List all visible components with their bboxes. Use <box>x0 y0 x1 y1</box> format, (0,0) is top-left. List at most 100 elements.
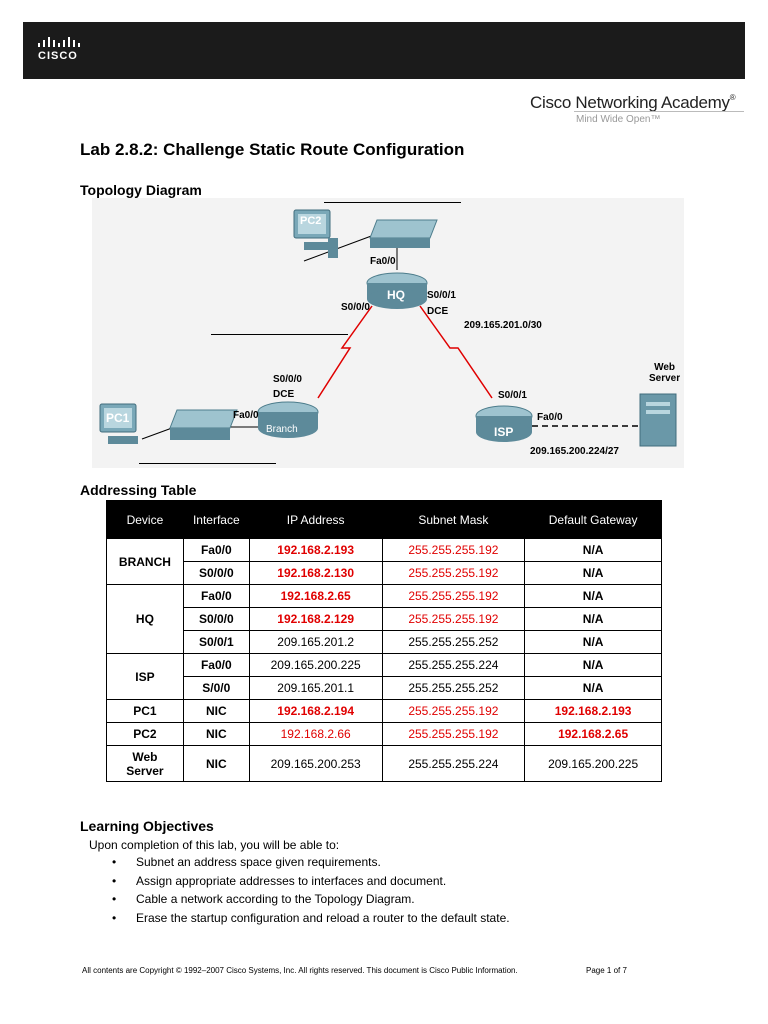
ip-cell: 209.165.200.225 <box>248 653 383 677</box>
ip-cell: 192.168.2.194 <box>248 699 383 723</box>
switch-hq-icon <box>369 219 438 248</box>
mask-cell: 255.255.255.224 <box>381 653 526 677</box>
cisco-wordmark: CISCO <box>38 50 78 62</box>
pc2-label: PC2 <box>300 215 322 227</box>
web-server-label-1: Web <box>654 362 676 373</box>
gateway-cell: N/A <box>524 584 662 608</box>
pc2-link <box>303 234 375 262</box>
table-row: HQ Fa0/0 192.168.2.65 255.255.255.192 N/… <box>106 584 662 654</box>
table-row: PC1 NIC 192.168.2.194 255.255.255.192 19… <box>106 699 662 723</box>
isp-web-net-label: 209.165.200.224/27 <box>530 446 619 457</box>
router-branch-icon <box>257 401 319 438</box>
list-item: Subnet an address space given requiremen… <box>112 855 510 874</box>
hq-isp-net-label: 209.165.201.0/30 <box>464 320 542 331</box>
footer-page-number: Page 1 of 7 <box>586 966 627 975</box>
objectives-heading: Learning Objectives <box>80 818 214 834</box>
pc1-icon <box>99 403 138 444</box>
table-row: S/0/0 209.165.201.1 255.255.255.252 N/A <box>107 676 662 700</box>
list-item: Erase the startup configuration and relo… <box>112 911 510 930</box>
ip-cell: 192.168.2.129 <box>248 607 383 631</box>
gateway-cell: N/A <box>524 653 662 677</box>
device-cell: PC1 <box>106 699 184 723</box>
gateway-cell: N/A <box>524 561 662 585</box>
mask-cell: 255.255.255.224 <box>381 745 526 782</box>
footer-copyright: All contents are Copyright © 1992–2007 C… <box>82 966 518 975</box>
router-isp-icon <box>475 405 533 442</box>
hq-dce-label: DCE <box>427 306 449 317</box>
interface-cell: S/0/0 <box>182 676 250 700</box>
table-row: S0/0/0 192.168.2.129 255.255.255.192 N/A <box>107 607 662 631</box>
pc1-label: PC1 <box>106 411 130 425</box>
table-row: S0/0/1 209.165.201.2 255.255.255.252 N/A <box>107 630 662 654</box>
list-item: Cable a network according to the Topolog… <box>112 892 510 911</box>
table-row: Web Server NIC 209.165.200.253 255.255.2… <box>106 745 662 782</box>
web-server-label-2: Server <box>649 373 681 384</box>
table-row: BRANCH Fa0/0 192.168.2.193 255.255.255.1… <box>106 538 662 585</box>
switch-branch-icon <box>169 409 238 440</box>
interface-cell: S0/0/1 <box>182 630 250 654</box>
hq-isp-serial <box>419 305 493 399</box>
device-cell: BRANCH <box>106 538 184 585</box>
hq-label: HQ <box>387 288 405 302</box>
page-title: Lab 2.8.2: Challenge Static Route Config… <box>80 140 465 159</box>
interface-cell: S0/0/0 <box>182 561 250 585</box>
objectives-intro: Upon completion of this lab, you will be… <box>89 838 340 852</box>
branch-lan-blank <box>211 334 348 335</box>
academy-logo: Cisco Networking Academy® Mind Wide Open… <box>530 93 745 131</box>
col-mask: Subnet Mask <box>381 500 526 539</box>
gateway-cell: 209.165.200.225 <box>524 745 662 782</box>
cisco-logo: CISCO <box>37 37 97 67</box>
hq-lan-blank <box>324 202 461 203</box>
ip-cell: 209.165.201.1 <box>248 676 383 700</box>
mask-cell: 255.255.255.192 <box>381 538 526 562</box>
interface-cell: Fa0/0 <box>182 653 250 677</box>
topology-diagram: PC2 PC1 HQ Branch ISP Web Server Fa0/0 S… <box>92 198 684 468</box>
hq-fa-label: Fa0/0 <box>370 256 396 267</box>
device-cell: PC2 <box>106 722 184 746</box>
col-ip: IP Address <box>248 500 383 539</box>
list-item: Assign appropriate addresses to interfac… <box>112 874 510 893</box>
ip-cell: 192.168.2.66 <box>248 722 383 746</box>
interface-cell: Fa0/0 <box>182 584 250 608</box>
router-hq-icon <box>366 272 428 309</box>
pc1-lan-blank <box>139 463 276 464</box>
interface-cell: NIC <box>182 722 250 746</box>
hq-s001-label: S0/0/1 <box>427 290 456 301</box>
gateway-cell: 192.168.2.65 <box>524 722 662 746</box>
branch-dce-label: DCE <box>273 389 295 400</box>
cisco-bars-icon <box>38 37 80 47</box>
table-row: S0/0/0 192.168.2.130 255.255.255.192 N/A <box>107 561 662 585</box>
col-gateway: Default Gateway <box>524 500 662 539</box>
branch-fa-label: Fa0/0 <box>233 410 259 421</box>
mask-cell: 255.255.255.192 <box>381 722 526 746</box>
header-bar: CISCO <box>23 22 745 79</box>
col-device: Device <box>106 500 184 539</box>
addressing-table: Device Interface IP Address Subnet Mask … <box>106 500 662 782</box>
device-cell: ISP <box>106 653 184 700</box>
gateway-cell: 192.168.2.193 <box>524 699 662 723</box>
ip-cell: 209.165.201.2 <box>248 630 383 654</box>
hq-s000-label: S0/0/0 <box>341 302 370 313</box>
web-server-icon <box>639 393 677 447</box>
academy-divider <box>574 111 744 112</box>
device-cell: HQ <box>106 584 184 654</box>
academy-name: Cisco Networking Academy <box>530 93 730 112</box>
interface-cell: S0/0/0 <box>182 607 250 631</box>
addressing-heading: Addressing Table <box>80 482 197 498</box>
branch-s000-label: S0/0/0 <box>273 374 302 385</box>
hq-branch-serial <box>317 305 373 399</box>
isp-label: ISP <box>494 425 514 439</box>
web-device-line2: Server <box>126 763 164 778</box>
mask-cell: 255.255.255.192 <box>381 584 526 608</box>
table-row: ISP Fa0/0 209.165.200.225 255.255.255.22… <box>106 653 662 700</box>
mask-cell: 255.255.255.252 <box>381 676 526 700</box>
col-interface: Interface <box>182 500 250 539</box>
pc2-icon <box>293 209 338 258</box>
pc1-link <box>141 427 173 440</box>
table-row: PC2 NIC 192.168.2.66 255.255.255.192 192… <box>106 722 662 746</box>
gateway-cell: N/A <box>524 538 662 562</box>
academy-reg: ® <box>729 93 736 102</box>
interface-cell: Fa0/0 <box>182 538 250 562</box>
interface-cell: NIC <box>182 699 250 723</box>
table-header-row: Device Interface IP Address Subnet Mask … <box>106 500 662 539</box>
